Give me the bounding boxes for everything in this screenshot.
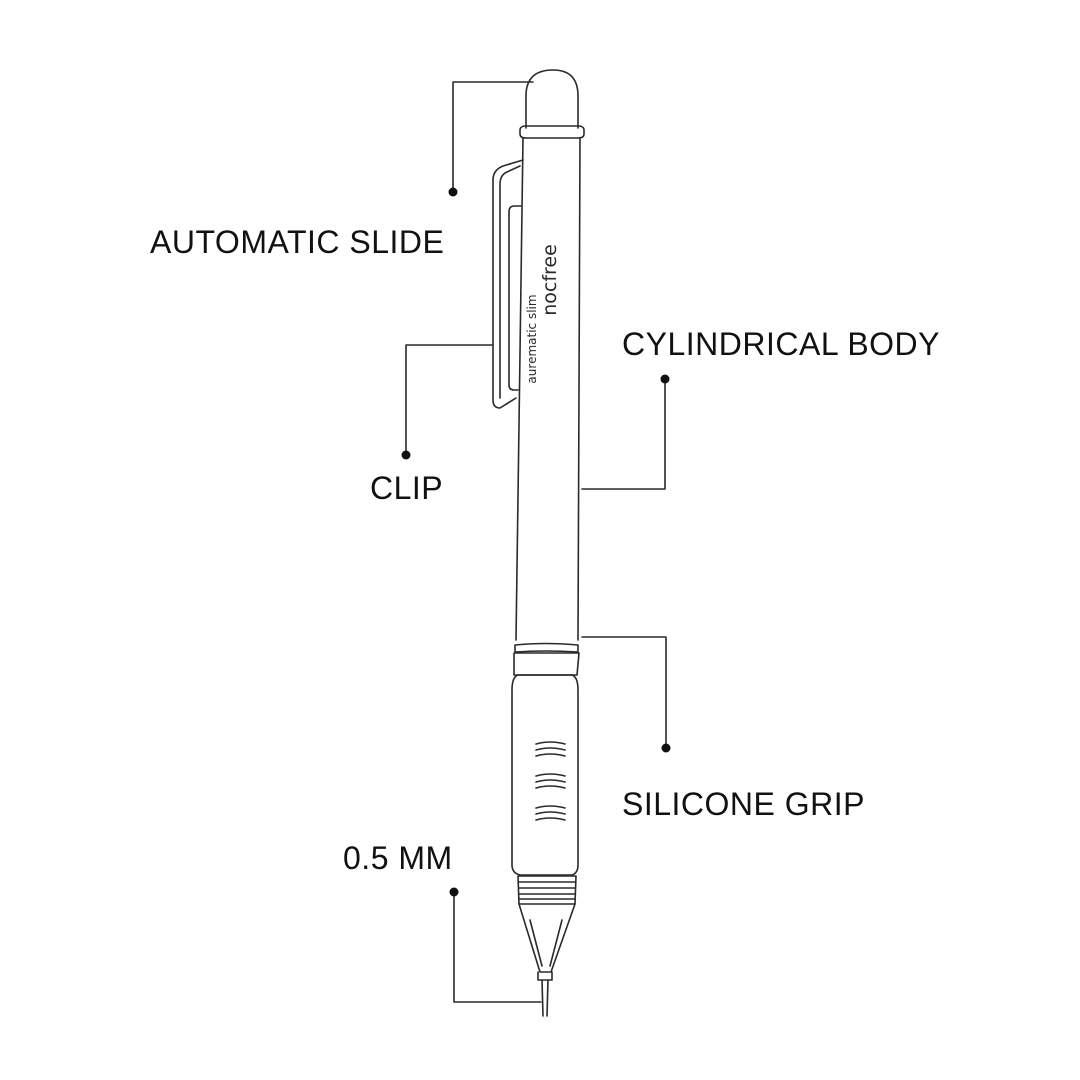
label-cylindrical-body: CYLINDRICAL BODY [622, 326, 940, 362]
leader-automatic-slide [452, 81, 534, 193]
grip-ring-main [513, 652, 580, 676]
barrel-model: aurematic slim [525, 294, 539, 383]
leader-dot [660, 374, 670, 384]
clip-slot [508, 205, 522, 391]
grip-ridge [535, 753, 566, 757]
grip-ridge [535, 773, 566, 777]
grip-ridge [535, 805, 566, 809]
clip-outer [492, 159, 524, 409]
silicone-grip-outline [511, 674, 579, 876]
cylindrical-body-outline [515, 137, 581, 641]
grip-ridge [535, 785, 566, 789]
lead-sleeve [537, 971, 553, 981]
cap-band [519, 125, 585, 139]
barrel-brand: nocfree [539, 244, 561, 316]
grip-ridge [535, 817, 566, 821]
grip-ridge [535, 811, 566, 815]
lead [541, 979, 549, 1017]
grip-ridge [535, 779, 566, 783]
label-silicone-grip: SILICONE GRIP [622, 786, 865, 822]
clip-inner [499, 165, 521, 399]
leader-dot [448, 187, 458, 197]
leader-lead-size [453, 891, 542, 1003]
leader-silicone-grip [581, 636, 667, 749]
cone-tip [518, 903, 576, 973]
leader-dot [661, 743, 671, 753]
leader-dot [449, 887, 459, 897]
leader-clip [405, 344, 493, 456]
label-clip: CLIP [370, 470, 444, 506]
leader-cylindrical-body [581, 378, 666, 490]
label-automatic-slide: AUTOMATIC SLIDE [150, 224, 445, 260]
grip-ridge [535, 747, 566, 751]
grip-ring-top [514, 642, 579, 653]
cone-tip-inner [529, 919, 563, 967]
eraser-cap [525, 69, 579, 129]
grip-ridge [535, 741, 566, 745]
label-lead-size: 0.5 MM [343, 840, 453, 876]
leader-dot [401, 450, 411, 460]
